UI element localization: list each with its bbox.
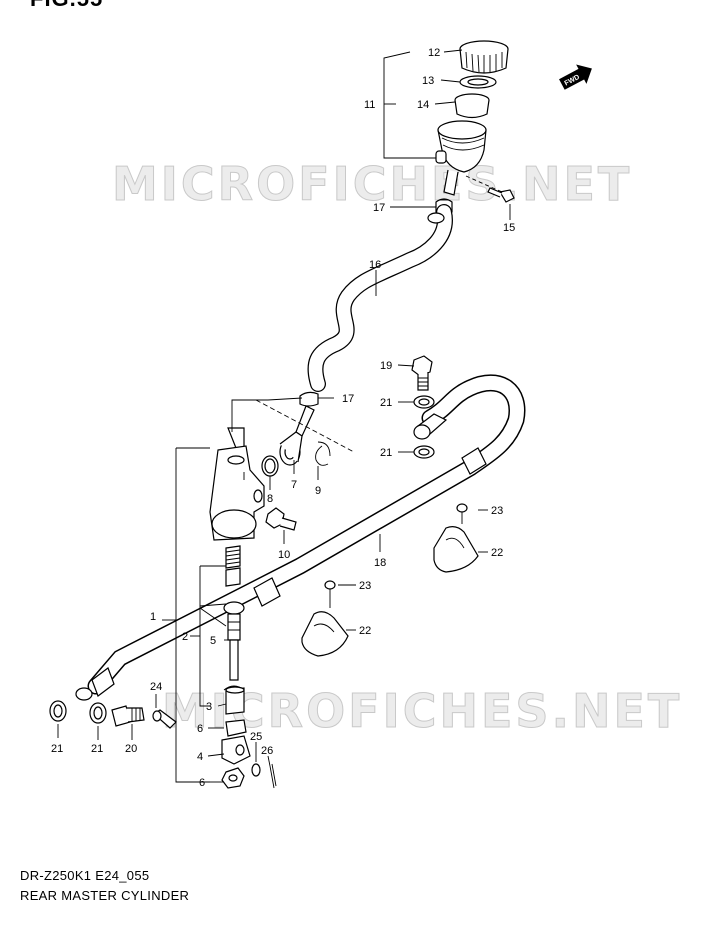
callout-labels: 12 13 11 14 17 15 16 19 17 21 21 8 7 9 2… [51,47,515,789]
callout-19: 19 [380,360,392,372]
screw-part-15 [465,175,515,203]
callout-3: 3 [206,701,212,713]
lock-nut-part-6-upper [225,719,247,737]
callout-10: 10 [278,549,290,561]
cotter-pin-part-26 [269,763,277,789]
callout-21-left: 21 [51,743,63,755]
brake-hose-part-18 [75,374,526,701]
washer-part-21-upper [413,395,435,409]
reservoir-hose-part-16 [307,204,453,392]
callout-8: 8 [267,493,273,505]
hose-guide-part-22-upper [433,526,479,573]
callout-24: 24 [150,681,162,693]
o-ring-part-8 [261,455,279,477]
screw-part-23-lower [324,580,336,608]
callout-2: 2 [182,631,188,643]
washer-part-21-middle [413,445,435,459]
callout-23-upper: 23 [491,505,503,517]
piston-assembly-part-2 [223,545,245,681]
callout-22-lower: 22 [359,625,371,637]
clevis-joint-part-4 [221,735,251,765]
callout-7: 7 [291,479,297,491]
callout-26: 26 [261,745,273,757]
hose-clamp-part-17-lower [299,391,319,407]
master-cylinder-body [209,427,265,541]
watermark-top: MICROFICHES.NET [112,157,632,211]
washer-part-21-right [89,702,107,724]
callout-22-upper: 22 [491,547,503,559]
callout-18: 18 [374,557,386,569]
callout-6-upper: 6 [197,723,203,735]
callout-21-middle: 21 [380,447,392,459]
hose-union-part-7 [279,405,315,466]
hose-guide-part-22-lower [301,611,349,657]
callout-9: 9 [315,485,321,497]
nut-part-6-lower [221,767,245,789]
bolt-part-10 [265,507,297,531]
leader-lines [57,49,511,783]
callout-5: 5 [210,635,216,647]
watermark-bottom: MICROFICHES.NET [162,684,682,738]
diagram-name: REAR MASTER CYLINDER [20,888,190,903]
callout-15: 15 [503,222,515,234]
callout-20: 20 [125,743,137,755]
callout-21-right: 21 [91,743,103,755]
callout-25: 25 [250,731,262,743]
callout-14: 14 [417,99,429,111]
circlip-part-9 [315,441,331,466]
screw-part-23-upper [456,503,468,524]
callout-13: 13 [422,75,434,87]
reservoir-body [435,120,487,196]
callout-17-upper: 17 [373,202,385,214]
callout-12: 12 [428,47,440,59]
callout-1: 1 [150,611,156,623]
callout-4: 4 [197,751,203,763]
pushrod-boot [225,686,245,715]
forward-arrow-icon: FWD [559,64,592,90]
union-bolt-part-19 [411,355,433,391]
figure-title: FIG.55 [30,0,103,12]
callout-11: 11 [364,99,375,111]
callout-23-lower: 23 [359,580,371,592]
callout-16: 16 [369,259,381,271]
reservoir-cap-part-12 [459,40,509,74]
washer-part-21-left [49,700,67,722]
washer-part-25 [251,763,261,777]
model-code: DR-Z250K1 E24_055 [20,868,150,883]
union-bolt-part-20 [111,705,145,727]
callout-21-upper: 21 [380,397,392,409]
callout-17-lower: 17 [342,393,354,405]
cap-plate-part-13 [459,75,497,89]
callout-6-lower: 6 [199,777,205,789]
diaphragm-part-14 [454,93,490,119]
